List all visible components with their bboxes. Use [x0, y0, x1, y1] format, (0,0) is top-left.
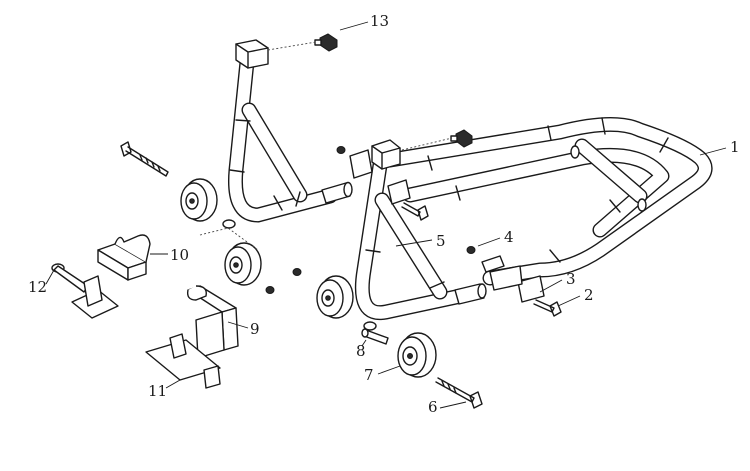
assembly-lines	[199, 41, 453, 251]
callout-13: 13	[370, 12, 389, 30]
callout-9: 9	[250, 320, 260, 338]
callout-10: 10	[170, 246, 189, 264]
bolt-mid-frame	[401, 202, 429, 221]
callout-3: 3	[566, 270, 576, 288]
knob-13-lower	[450, 129, 473, 148]
callout-8: 8	[356, 342, 366, 360]
main-stand-frame	[354, 117, 713, 331]
callout-1: 1	[730, 138, 740, 156]
pin-adapter-12	[51, 263, 119, 319]
callout-4: 4	[504, 228, 514, 246]
frame-bracket	[349, 149, 545, 303]
pin-adapter-11	[145, 333, 221, 389]
knob-13-upper	[314, 33, 338, 52]
nuts	[265, 146, 476, 294]
callout-11: 11	[148, 382, 167, 400]
fork-adapter-10	[97, 234, 151, 281]
bolt-2	[533, 299, 562, 317]
callout-6: 6	[428, 398, 438, 416]
bolt-long-upper-left	[120, 141, 169, 177]
axle-pin-8	[361, 328, 389, 345]
callout-5: 5	[436, 232, 446, 250]
callout-leaders	[45, 21, 727, 409]
wheel-7-right	[316, 275, 354, 319]
bolt-6-long	[435, 377, 483, 409]
wheel-7-front-right	[397, 332, 437, 378]
callout-12: 12	[28, 278, 47, 296]
callout-2: 2	[584, 286, 594, 304]
callout-7: 7	[364, 366, 374, 384]
fork-adapter-9	[186, 285, 239, 359]
wheel-7-upper-left	[180, 178, 218, 222]
left-stand-frame	[222, 39, 353, 229]
wheel-7-left	[224, 242, 262, 286]
